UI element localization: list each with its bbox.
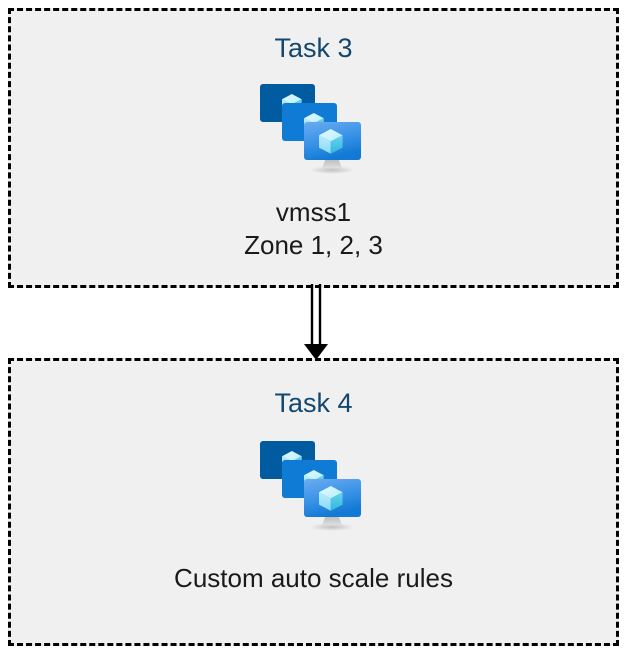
task4-heading: Task 4 [274,388,353,418]
task3-caption: vmss1 Zone 1, 2, 3 [244,197,383,261]
task-panel-task4[interactable]: Task 4 [8,358,619,646]
monitor-stand [321,158,342,168]
task3-heading: Task 3 [274,33,353,63]
icon-shadow [309,166,354,174]
virtual-machine-scale-set-icon [259,84,361,174]
monitor-front [303,479,361,517]
monitor-front [303,122,361,160]
cube-front [318,486,343,511]
cube-front [318,129,343,154]
arrowhead-icon [304,344,328,360]
icon-shadow [309,523,354,531]
monitor-stand [321,515,342,525]
task4-caption: Custom auto scale rules [174,563,453,593]
task-panel-task3[interactable]: Task 3 [8,8,619,288]
connector-task3-to-task4 [304,284,328,360]
virtual-machine-scale-set-icon [259,441,361,531]
